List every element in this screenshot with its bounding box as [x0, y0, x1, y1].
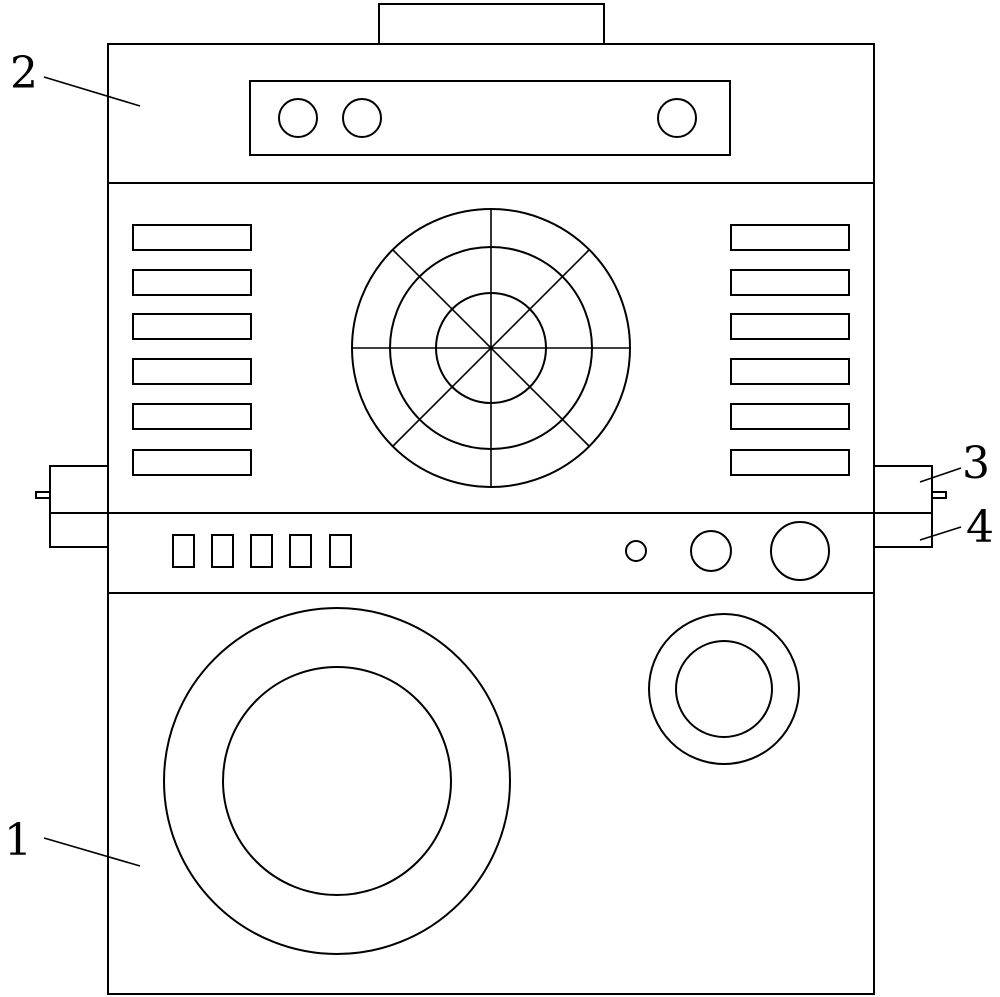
panel-knob-1 — [278, 98, 318, 138]
left-side-bracket — [35, 465, 109, 548]
leader-line-4 — [919, 526, 962, 541]
control-button — [289, 534, 312, 568]
label-part-2: 2 — [10, 48, 38, 99]
indicator-light — [625, 540, 647, 562]
left-bracket-lower — [49, 512, 109, 548]
left-bracket-pin — [35, 491, 51, 499]
vent-slot — [132, 313, 252, 340]
right-bracket-lower — [873, 512, 933, 548]
control-button — [329, 534, 352, 568]
control-button — [250, 534, 273, 568]
vent-slot — [132, 403, 252, 430]
leader-line-1 — [43, 837, 141, 867]
vent-slot — [730, 358, 850, 385]
top-handle — [378, 3, 605, 45]
label-part-4: 4 — [966, 502, 994, 553]
fan-grille — [351, 208, 631, 488]
vent-slot — [730, 269, 850, 296]
vent-slot — [132, 449, 252, 476]
control-button — [211, 534, 234, 568]
button-row — [172, 534, 352, 568]
left-bracket-upper — [49, 465, 109, 514]
secondary-port-inner — [675, 640, 773, 738]
vent-slot — [730, 403, 850, 430]
leader-line-2 — [43, 76, 141, 107]
vent-slot — [132, 358, 252, 385]
fan-spoke — [392, 249, 590, 447]
main-drum-inner — [222, 666, 452, 896]
panel-knob-3 — [657, 98, 697, 138]
control-button — [172, 534, 195, 568]
vent-slot — [730, 313, 850, 340]
label-part-3: 3 — [962, 438, 990, 489]
right-vent-grille — [730, 224, 850, 476]
left-vent-grille — [132, 224, 252, 476]
vent-slot — [132, 269, 252, 296]
control-strip — [107, 512, 875, 594]
large-dial — [770, 521, 830, 581]
panel-knob-2 — [342, 98, 382, 138]
leader-line-3 — [919, 467, 962, 483]
upper-housing — [107, 43, 875, 184]
main-drum-outer — [163, 607, 511, 955]
small-dial — [690, 530, 732, 572]
display-panel — [249, 80, 731, 156]
right-bracket-upper — [873, 465, 933, 514]
label-part-1: 1 — [4, 815, 32, 866]
vent-slot — [730, 449, 850, 476]
secondary-port-outer — [648, 613, 800, 765]
right-bracket-pin — [931, 491, 947, 499]
vent-slot — [730, 224, 850, 251]
lower-housing — [107, 592, 875, 995]
vent-slot — [132, 224, 252, 251]
